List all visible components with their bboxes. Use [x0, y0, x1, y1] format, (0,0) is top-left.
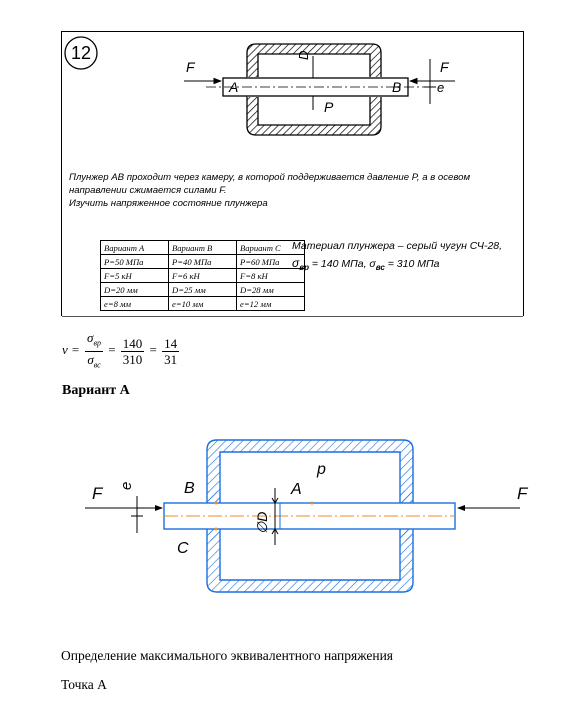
point-c-marker — [214, 527, 218, 531]
task-number-circle — [64, 36, 98, 70]
table-header-row: Вариант А Вариант В Вариант С — [100, 240, 305, 255]
formula-numeric-ratio: 140 310 — [120, 335, 145, 367]
variant-heading: Вариант А — [62, 383, 130, 398]
formula-sigma-ratio: σвр σвс — [85, 330, 103, 370]
label2-force-right: F — [517, 484, 528, 503]
table-cell: e=12 мм — [236, 296, 305, 311]
label-pressure: P — [324, 99, 334, 115]
table-row: F=5 кН F=6 кН F=8 кН — [100, 268, 305, 283]
label-force-left: F — [186, 59, 195, 75]
table-cell: P=40 МПа — [168, 254, 237, 269]
task-drawing — [64, 36, 455, 136]
material-line-2: σвр = 140 МПа, σвс = 310 МПа — [292, 256, 440, 273]
description-line-3: Изучить напряженное состояние плунжера — [69, 198, 268, 209]
label2-offset: e — [118, 481, 135, 490]
table-cell: D=25 мм — [168, 282, 237, 297]
label2-point-c: C — [177, 540, 189, 557]
point-b-marker — [214, 501, 218, 505]
section-text: Определение максимального эквивалентного… — [61, 648, 394, 663]
label-force-right: F — [440, 59, 449, 75]
table-row: P=50 МПа P=40 МПа P=60 МПа — [100, 254, 305, 269]
table-cell: F=6 кН — [168, 268, 237, 283]
label-point-b: B — [392, 79, 402, 95]
table-row: e=8 мм e=10 мм e=12 мм — [100, 296, 305, 311]
label2-force-left: F — [92, 484, 103, 503]
material-line-1: Материал плунжера – серый чугун СЧ-28, — [292, 240, 503, 252]
description-line-1: Плунжер AB проходит через камеру, в кото… — [69, 172, 471, 183]
table-row: D=20 мм D=25 мм D=28 мм — [100, 282, 305, 297]
label-diameter: D — [296, 50, 311, 60]
description-line-2: направлении сжимается силами F. — [69, 185, 227, 196]
task-number: 12 — [70, 43, 92, 63]
label2-point-b: B — [184, 480, 195, 497]
point-text: Точка А — [61, 677, 107, 692]
label-offset: e — [437, 80, 445, 95]
label2-pressure: p — [317, 461, 326, 478]
point-a-marker — [310, 501, 314, 505]
table-cell: D=20 мм — [100, 282, 169, 297]
table-cell: F=5 кН — [100, 268, 169, 283]
table-cell: e=8 мм — [100, 296, 169, 311]
label2-point-a: A — [291, 481, 302, 498]
table-header-cell: Вариант В — [168, 240, 237, 255]
variant-a-drawing — [85, 439, 520, 593]
poisson-formula: ν = σвр σвс = 140 310 = 14 31 — [62, 330, 181, 372]
table-header-cell: Вариант А — [100, 240, 169, 255]
table-cell: e=10 мм — [168, 296, 237, 311]
table-cell: P=50 МПа — [100, 254, 169, 269]
label-point-a: A — [229, 79, 239, 95]
task-description: Плунжер AB проходит через камеру, в кото… — [69, 171, 514, 210]
formula-lhs: ν = — [62, 342, 80, 358]
formula-result: 14 31 — [162, 335, 180, 367]
label2-diameter: ∅D — [254, 511, 270, 534]
variants-table: Вариант А Вариант В Вариант С P=50 МПа P… — [100, 240, 305, 311]
material-note: Материал плунжера – серый чугун СЧ-28, σ… — [292, 238, 517, 276]
table-cell: D=28 мм — [236, 282, 305, 297]
